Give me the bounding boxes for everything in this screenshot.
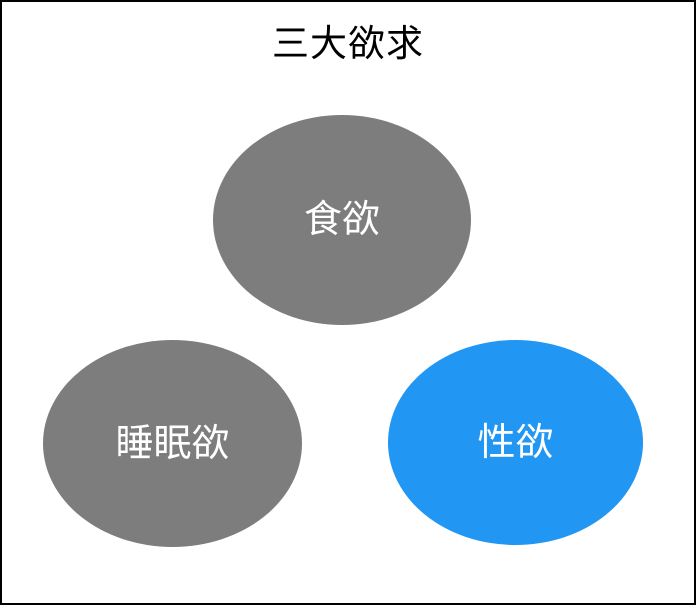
node-sleep-desire: 睡眠欲 — [43, 340, 302, 547]
diagram-title: 三大欲求 — [272, 23, 424, 64]
node-sexual-desire-label: 性欲 — [477, 421, 554, 464]
node-appetite: 食欲 — [213, 115, 471, 325]
node-sleep-desire-label: 睡眠欲 — [115, 422, 230, 465]
node-appetite-label: 食欲 — [303, 199, 380, 241]
node-sexual-desire: 性欲 — [388, 340, 643, 545]
